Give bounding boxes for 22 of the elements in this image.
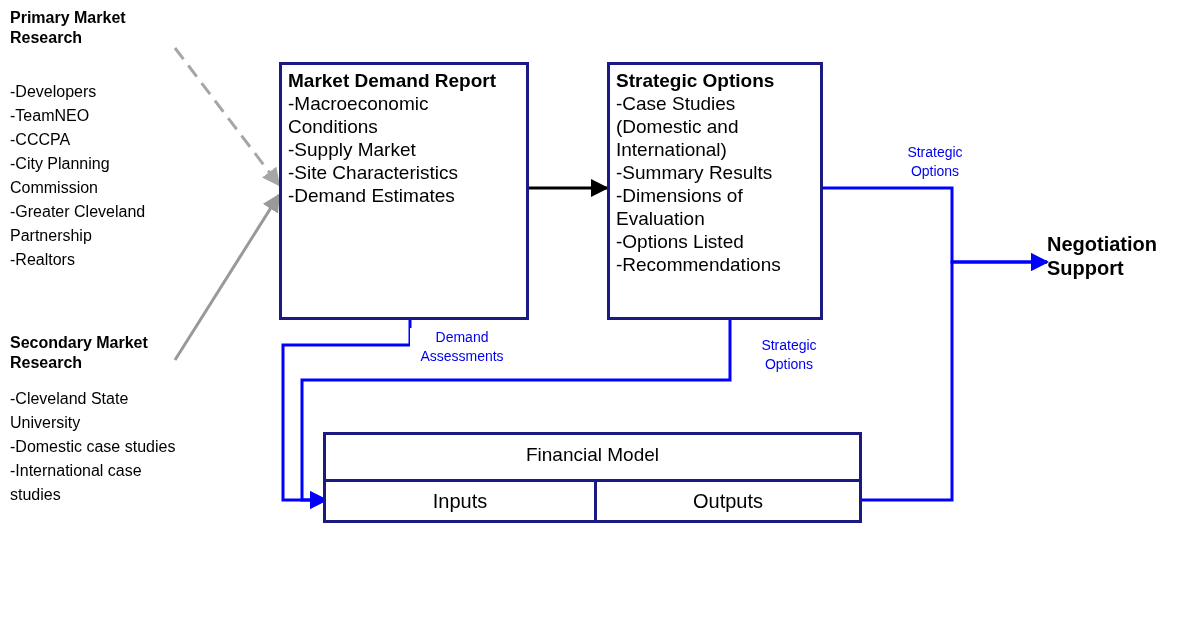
cell-text: Inputs xyxy=(432,489,488,513)
outcome-text: Negotiation Support xyxy=(1047,232,1182,280)
table-header: Financial Model xyxy=(524,443,661,466)
report-box: Market Demand Report -Macroeconomic Conditions -Supply Market -Site Characteristics -Demand Estimates xyxy=(279,62,529,320)
source-heading: Secondary Market Research xyxy=(10,333,175,373)
source-heading: Primary Market Research xyxy=(10,8,175,48)
arrow xyxy=(529,179,609,197)
list-item: -CCCPA xyxy=(10,130,72,150)
list-item: -TeamNEO xyxy=(10,106,91,126)
list-item: -Domestic case studies xyxy=(10,437,177,457)
arrow xyxy=(300,320,732,509)
list-item: -Developers xyxy=(10,82,98,102)
list-item: -Realtors xyxy=(10,250,76,270)
cell-text: Outputs xyxy=(692,489,763,513)
arrow xyxy=(173,47,281,187)
list-item: -Greater Cleveland Partnership xyxy=(10,202,147,246)
arrow xyxy=(173,193,281,361)
report-box: Strategic Options -Case Studies (Domestic and International) -Summary Results -Dimensions of Evaluation -Options Listed -Recommendations xyxy=(607,62,823,320)
list-item: -International case studies xyxy=(10,461,143,505)
model-table xyxy=(323,432,862,523)
list-item: -City Planning Commission xyxy=(10,154,111,198)
list-item: -Cleveland State University xyxy=(10,389,130,433)
